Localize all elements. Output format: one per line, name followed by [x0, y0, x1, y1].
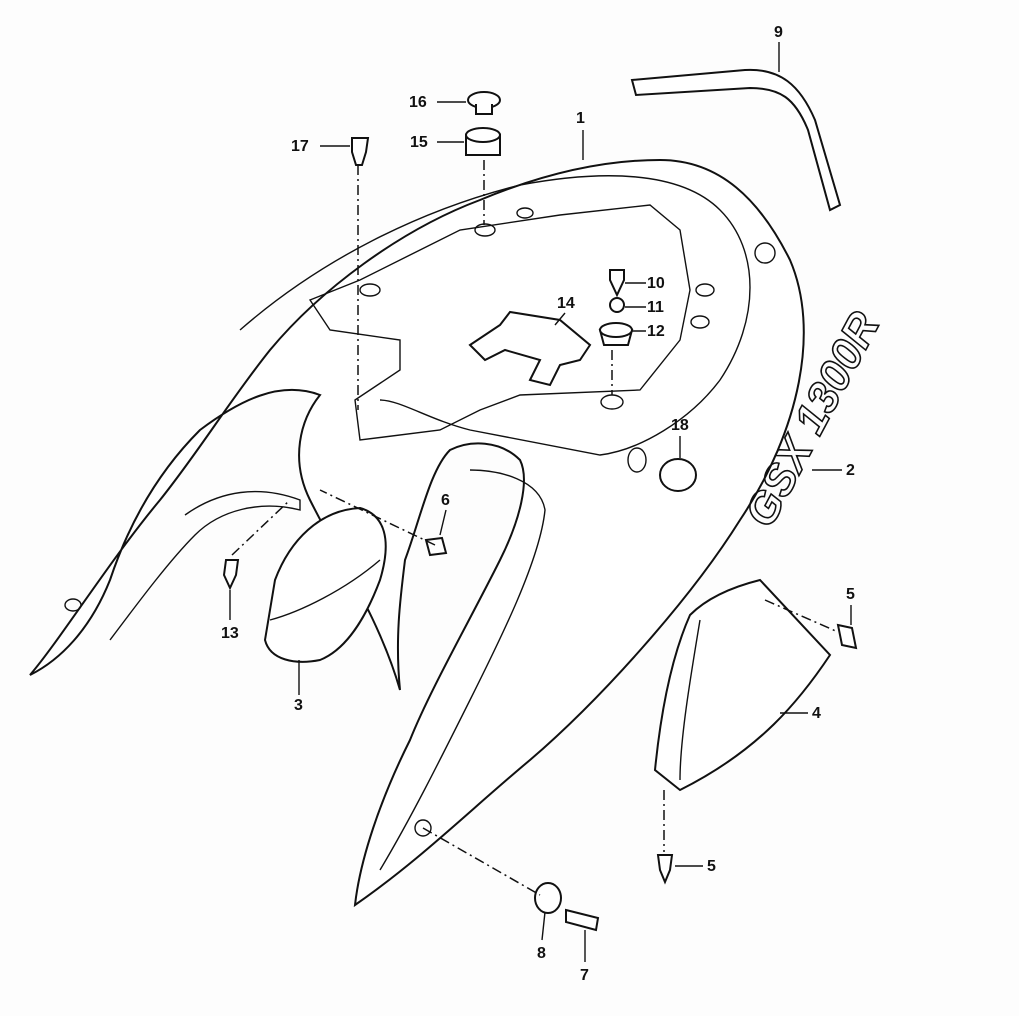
- part-label-4: 4: [812, 705, 821, 722]
- grab-bar-9: [630, 68, 842, 212]
- part-label-5-lower: 5: [707, 858, 716, 875]
- part-label-2: 2: [846, 462, 855, 479]
- tail-cowl-outline: [29, 158, 805, 908]
- bracket-14: [468, 310, 592, 387]
- part-label-5-upper: 5: [846, 586, 855, 603]
- part-label-7: 7: [580, 967, 589, 984]
- part-label-6: 6: [441, 492, 450, 509]
- part-label-8: 8: [537, 945, 546, 962]
- part-label-18: 18: [671, 417, 689, 434]
- part-label-10: 10: [647, 275, 665, 292]
- cowl-left-lower: [109, 490, 301, 641]
- assembly-lines: [229, 42, 852, 962]
- part-label-16: 16: [409, 94, 427, 111]
- fasteners: [222, 91, 858, 932]
- part-label-13: 13: [221, 625, 239, 642]
- cowl-tray: [308, 204, 691, 441]
- part-label-14: 14: [557, 295, 575, 312]
- part-label-12: 12: [647, 323, 665, 340]
- part-label-17: 17: [291, 138, 309, 155]
- cowl-inner-rim: [239, 175, 751, 456]
- side-cover-4: [653, 578, 832, 792]
- part-label-1: 1: [576, 110, 585, 127]
- part-label-11: 11: [647, 299, 664, 316]
- part-label-9: 9: [774, 24, 783, 41]
- part-label-3: 3: [294, 697, 303, 714]
- part-label-15: 15: [410, 134, 428, 151]
- cowl-right-edge: [379, 469, 546, 871]
- tool-case-3: [263, 506, 387, 663]
